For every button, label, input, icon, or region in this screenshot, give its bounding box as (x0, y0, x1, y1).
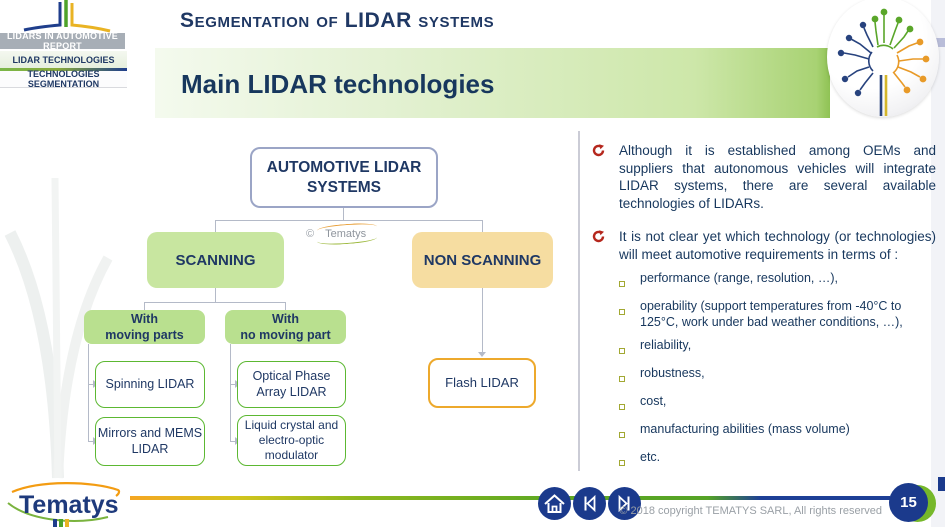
watermark-name: Tematys (319, 226, 372, 242)
sub-bullet-item: etc. (619, 450, 936, 471)
vertical-divider (578, 131, 580, 471)
leaf-label: Spinning LIDAR (105, 376, 195, 391)
bullet-item: Although it is established among OEMs an… (592, 142, 936, 212)
page-title: Segmentation of LIDAR systems (180, 9, 495, 32)
next-slide-button[interactable] (608, 487, 641, 520)
connector (230, 441, 236, 442)
home-icon (544, 494, 565, 513)
slide-title: Main LIDAR technologies (181, 69, 495, 99)
diagram-watermark: © Tematys (306, 226, 372, 242)
red-arrow-bullet-icon (592, 142, 619, 212)
wheat-watermark (0, 118, 120, 485)
group-label: With no moving part (240, 311, 331, 342)
sub-bullet-text: reliability, (640, 337, 692, 352)
sidebar-item-segmentation: TECHNOLOGIES SEGMENTATION (0, 69, 127, 89)
square-bullet-icon (619, 450, 640, 471)
title-band (155, 48, 830, 118)
page-number: 15 (900, 494, 917, 511)
sub-bullet-text: etc. (640, 449, 661, 464)
connector (230, 344, 231, 441)
leaf-label: Flash LIDAR (445, 374, 519, 390)
copyright-text: © 2018 copyright TEMATYS SARL, All right… (619, 505, 882, 517)
slide-edge (931, 0, 945, 527)
with-no-moving-part-box: With no moving part (225, 310, 346, 344)
non-scanning-label: NON SCANNING (423, 251, 542, 269)
previous-icon (584, 494, 596, 513)
sub-bullet-text: performance (range, resolution, …), (640, 271, 839, 286)
square-bullet-icon (619, 338, 640, 359)
sub-bullet-text: manufacturing abilities (mass volume) (640, 421, 850, 436)
arrow-icon (478, 352, 486, 357)
sub-bullet-item: cost, (619, 394, 936, 415)
sidebar-item-label: TECHNOLOGIES SEGMENTATION (27, 69, 100, 89)
connector (88, 384, 94, 385)
footer-edge-tick (938, 477, 945, 491)
scanning-label: SCANNING (175, 251, 256, 269)
sidebar-item-technologies: LIDAR TECHNOLOGIES (0, 51, 127, 68)
sub-bullet-item: manufacturing abilities (mass volume) (619, 422, 936, 443)
sub-bullet-item: robustness, (619, 366, 936, 387)
bullet-item: It is not clear yet which technology (or… (592, 228, 936, 263)
with-moving-parts-box: With moving parts (84, 310, 205, 344)
sub-bullet-item: operability (support temperatures from -… (619, 299, 936, 330)
connector (144, 302, 286, 303)
header-edge-tick (936, 38, 945, 47)
connector (215, 288, 216, 302)
copyright-symbol: © (306, 228, 315, 240)
leaf-label: Liquid crystal and electro-optic modulat… (244, 418, 339, 462)
flash-lidar-box: Flash LIDAR (428, 358, 536, 408)
diagram-root-box: AUTOMOTIVE LIDAR SYSTEMS (250, 147, 438, 208)
square-bullet-icon (619, 422, 640, 443)
bullet-text: Although it is established among OEMs an… (619, 143, 936, 211)
connector (285, 302, 286, 310)
optical-phase-array-box: Optical Phase Array LIDAR (237, 361, 346, 408)
connector (88, 344, 89, 441)
sub-bullet-text: cost, (640, 393, 667, 408)
bullet-text: It is not clear yet which technology (or… (619, 229, 936, 262)
square-bullet-icon (619, 299, 640, 330)
footer-rule (130, 496, 890, 500)
sub-bullet-item: performance (range, resolution, …), (619, 271, 936, 292)
leaf-label: Optical Phase Array LIDAR (252, 368, 331, 399)
spinning-lidar-box: Spinning LIDAR (95, 361, 205, 408)
tematys-dandelion-logo (827, 0, 939, 117)
sidebar-item-label: LIDAR TECHNOLOGIES (12, 54, 115, 65)
connector (144, 302, 145, 310)
connector (215, 220, 483, 221)
red-arrow-bullet-icon (592, 228, 619, 263)
connector (215, 220, 216, 232)
connector (343, 208, 344, 220)
group-label: With moving parts (105, 311, 184, 342)
notes-panel: Although it is established among OEMs an… (592, 142, 936, 478)
sidebar-item-report: LIDARS IN AUTOMOTIVE REPORT (0, 31, 125, 51)
non-scanning-box: NON SCANNING (412, 232, 553, 288)
square-bullet-icon (619, 366, 640, 387)
logo-fragment (53, 519, 69, 527)
previous-slide-button[interactable] (573, 487, 606, 520)
scanning-box: SCANNING (147, 232, 284, 288)
tematys-tree-icon (14, 0, 118, 38)
next-icon (618, 494, 630, 513)
leaf-label: Mirrors and MEMS LIDAR (97, 425, 203, 456)
square-bullet-icon (619, 394, 640, 415)
connector (482, 220, 483, 232)
sub-bullet-item: reliability, (619, 338, 936, 359)
tematys-logo-text: Tematys (19, 491, 119, 519)
square-bullet-icon (619, 271, 640, 292)
page-number-badge: 15 (889, 483, 928, 522)
sub-bullet-list: performance (range, resolution, …), oper… (619, 271, 936, 470)
connector (482, 288, 483, 352)
sidebar-underline (0, 68, 127, 71)
diagram-root-label: AUTOMOTIVE LIDAR SYSTEMS (266, 159, 422, 196)
sub-bullet-text: robustness, (640, 365, 705, 380)
connector (88, 441, 94, 442)
sub-bullet-text: operability (support temperatures from -… (640, 299, 903, 329)
liquid-crystal-box: Liquid crystal and electro-optic modulat… (237, 415, 346, 466)
home-button[interactable] (538, 487, 571, 520)
mirrors-mems-lidar-box: Mirrors and MEMS LIDAR (95, 417, 205, 466)
connector (230, 384, 236, 385)
sidebar-item-label: LIDARS IN AUTOMOTIVE REPORT (6, 31, 118, 51)
